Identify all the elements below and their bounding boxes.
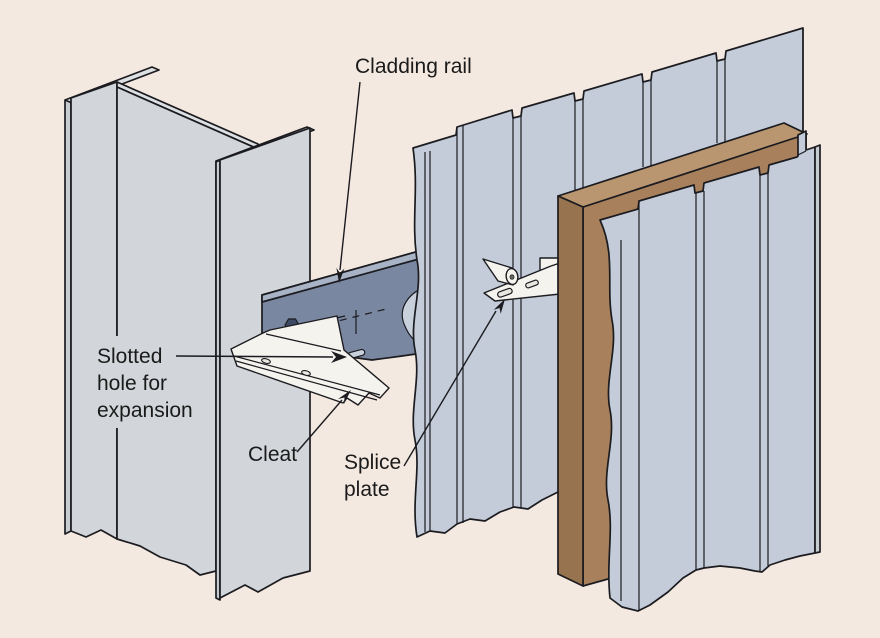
outer-sheet-face: [599, 130, 816, 612]
label-slotted-hole-line1: Slotted: [97, 345, 162, 368]
label-slotted-hole-line3: expansion: [97, 399, 193, 422]
label-splice-plate-line2: plate: [344, 478, 390, 501]
outer-sheet-right-fold: [814, 144, 821, 554]
label-splice-plate-line1: Splice: [344, 451, 401, 474]
splice-plate-slot-2: [525, 279, 539, 289]
arrowhead-cladding-rail: [336, 267, 345, 283]
outer-sheet-lip-line: [797, 150, 807, 156]
leader-cladding-rail: [339, 81, 361, 271]
cleat-hole-2: [301, 370, 311, 376]
cleat-hole-1: [261, 358, 271, 364]
splice-plate-slot-1: [497, 287, 513, 298]
label-slotted-hole-line2: hole for: [97, 372, 167, 395]
arrowhead-cleat: [338, 390, 351, 404]
leader-cleat: [296, 399, 343, 453]
inner-sheet-rib-lines: [424, 28, 804, 532]
column-front-flange-edge: [215, 159, 221, 601]
column-back-flange-edge: [64, 97, 72, 535]
board-side-face: [557, 195, 584, 587]
cleat: [230, 315, 390, 406]
cleat-fold-line-2: [235, 360, 378, 401]
column-back-flange-face: [70, 81, 118, 540]
cleat-body: [230, 315, 390, 406]
cone-hole: [509, 274, 515, 280]
label-knockout: [90, 336, 202, 428]
leader-slotted-hole: [175, 355, 334, 358]
arrowhead-slotted-hole: [331, 351, 347, 363]
splice-cone: [482, 258, 519, 286]
leader-splice-plate: [403, 310, 497, 467]
annotations: Cladding rail Slotted hole for expansion…: [90, 55, 505, 501]
splice-plate: [482, 257, 561, 302]
label-cleat: Cleat: [248, 443, 297, 466]
cleat-leg-fold: [265, 333, 342, 352]
arrowhead-splice-plate: [493, 299, 505, 314]
corrugated-sheet-outer: [599, 130, 821, 612]
label-cladding-rail: Cladding rail: [355, 55, 472, 78]
outer-sheet-rib-lines: [620, 173, 769, 610]
